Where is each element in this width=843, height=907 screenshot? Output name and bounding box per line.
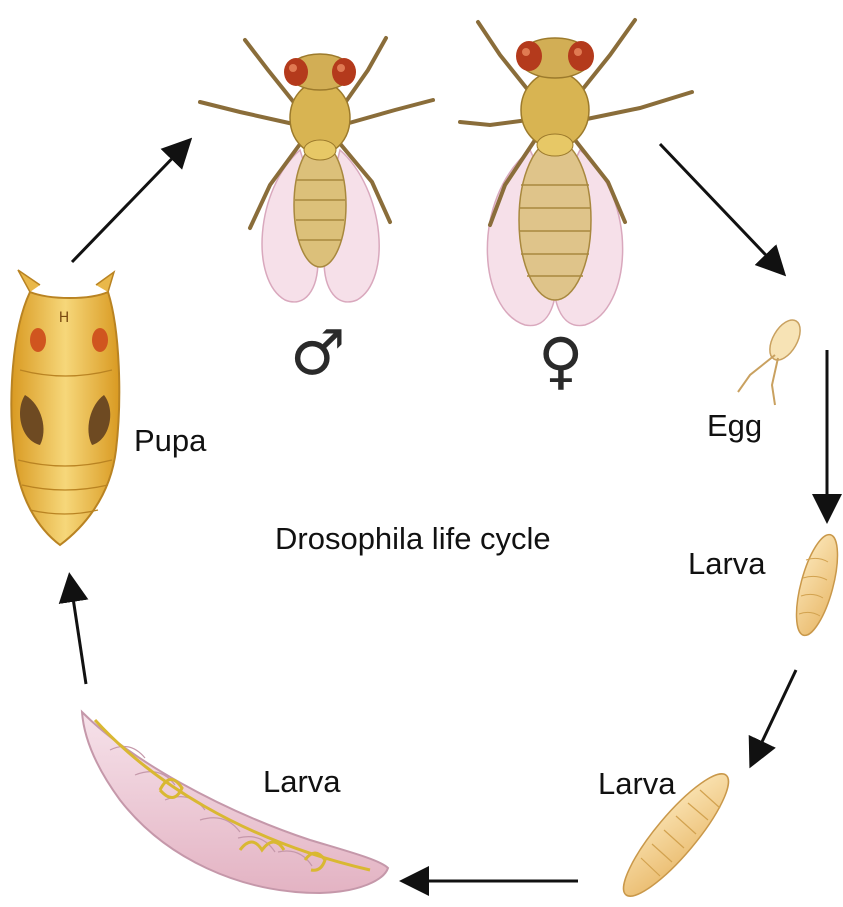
- egg-label: Egg: [707, 410, 762, 441]
- arrow-adult-to-egg: [660, 144, 782, 272]
- male-fly-illustration: [200, 38, 433, 302]
- pupa-illustration: H: [11, 270, 119, 545]
- arrow-pupa-to-adult: [72, 142, 188, 262]
- svg-text:H: H: [59, 310, 70, 326]
- diagram-title: Drosophila life cycle: [275, 523, 551, 554]
- arrow-larva-to-larva: [752, 670, 796, 763]
- larva-label-first: Larva: [688, 548, 766, 579]
- arrow-larva-to-pupa: [70, 578, 86, 684]
- male-symbol: ♂: [290, 322, 346, 384]
- female-symbol: ♀: [538, 330, 583, 392]
- egg-illustration: [738, 315, 806, 405]
- cycle-arrows: [70, 142, 827, 881]
- larva-large-illustration: [82, 712, 388, 893]
- pupa-label: Pupa: [134, 425, 206, 456]
- larva-label-third: Larva: [263, 766, 341, 797]
- larva-label-second: Larva: [598, 768, 676, 799]
- larva-small-illustration: [788, 531, 843, 640]
- female-fly-illustration: [460, 20, 692, 326]
